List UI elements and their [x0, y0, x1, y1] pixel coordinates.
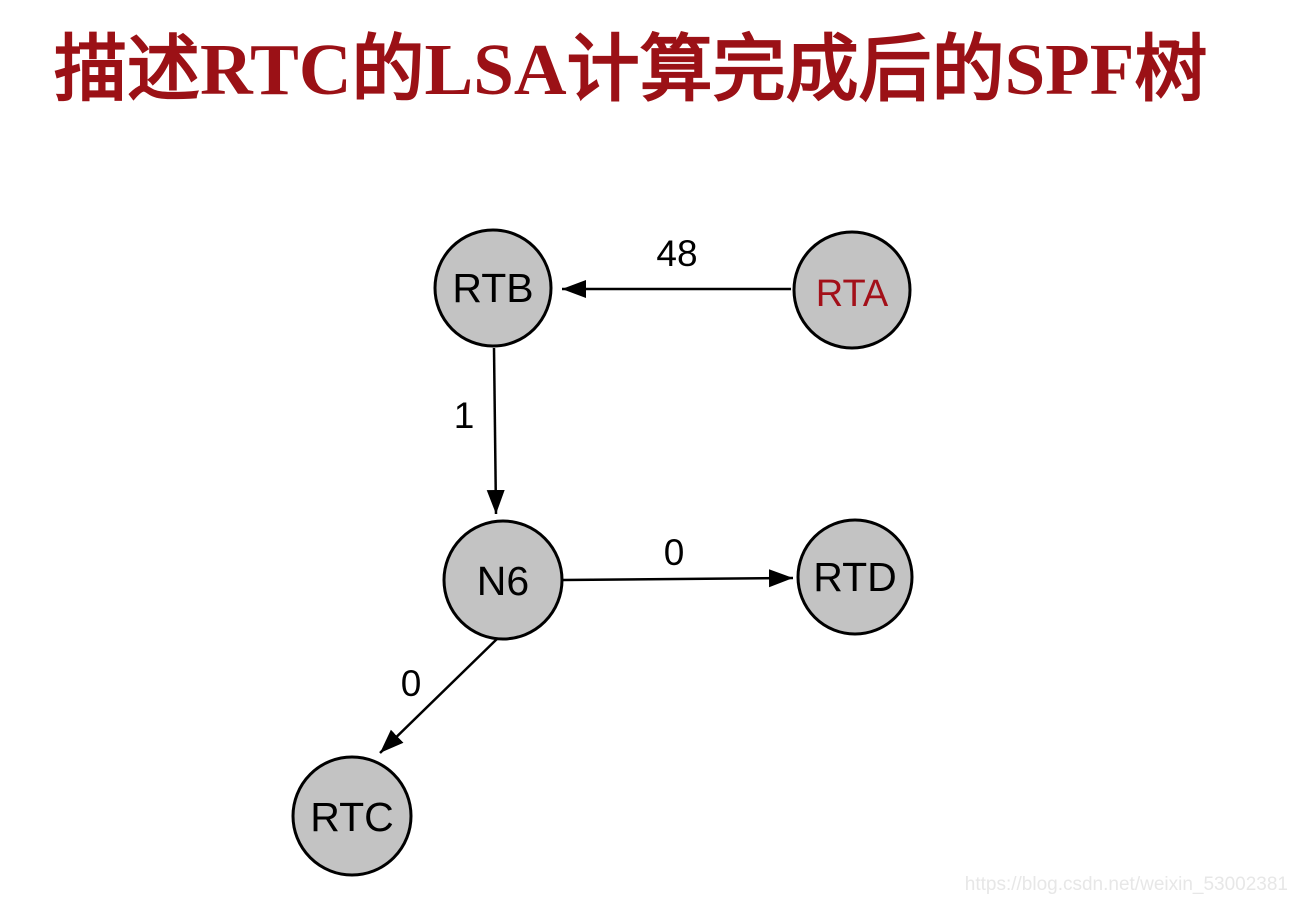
node-rtd-circle: [796, 518, 914, 636]
node-rtd: RTD: [796, 518, 914, 636]
node-rtd-label: RTD: [813, 554, 897, 600]
node-rtb-circle: [433, 228, 553, 348]
edge-cost-rtb-n6: 1: [454, 395, 475, 436]
node-rtc: RTC: [291, 755, 413, 877]
edge-rta-rtb: 48: [562, 233, 791, 298]
edge-rtb-n6: 1: [454, 347, 505, 515]
edge-cost-rta-rtb: 48: [656, 233, 697, 274]
edge-n6-rtc: 0: [379, 635, 501, 754]
edge-n6-rtd: 0: [562, 532, 794, 588]
node-rta: RTA: [792, 230, 912, 350]
edge-cost-n6-rtc: 0: [401, 663, 422, 704]
csdn-watermark: https://blog.csdn.net/weixin_53002381: [964, 874, 1288, 895]
edge-cost-n6-rtd: 0: [664, 532, 685, 573]
node-rta-label: RTA: [816, 273, 889, 315]
edge-line-n6-rtd: [562, 569, 794, 588]
node-rtb: RTB: [433, 228, 553, 348]
node-n6-label: N6: [477, 558, 529, 604]
node-rta-circle: [792, 230, 912, 350]
node-rtc-circle: [291, 755, 413, 877]
edge-line-rtb-n6: [486, 347, 505, 515]
node-rtc-label: RTC: [310, 794, 394, 840]
node-n6: N6: [442, 519, 564, 641]
page-title: 描述RTC的LSA计算完成后的SPF树: [54, 29, 1208, 110]
node-rtb-label: RTB: [452, 265, 533, 311]
edge-line-n6-rtc: [379, 635, 501, 754]
node-n6-circle: [442, 519, 564, 641]
